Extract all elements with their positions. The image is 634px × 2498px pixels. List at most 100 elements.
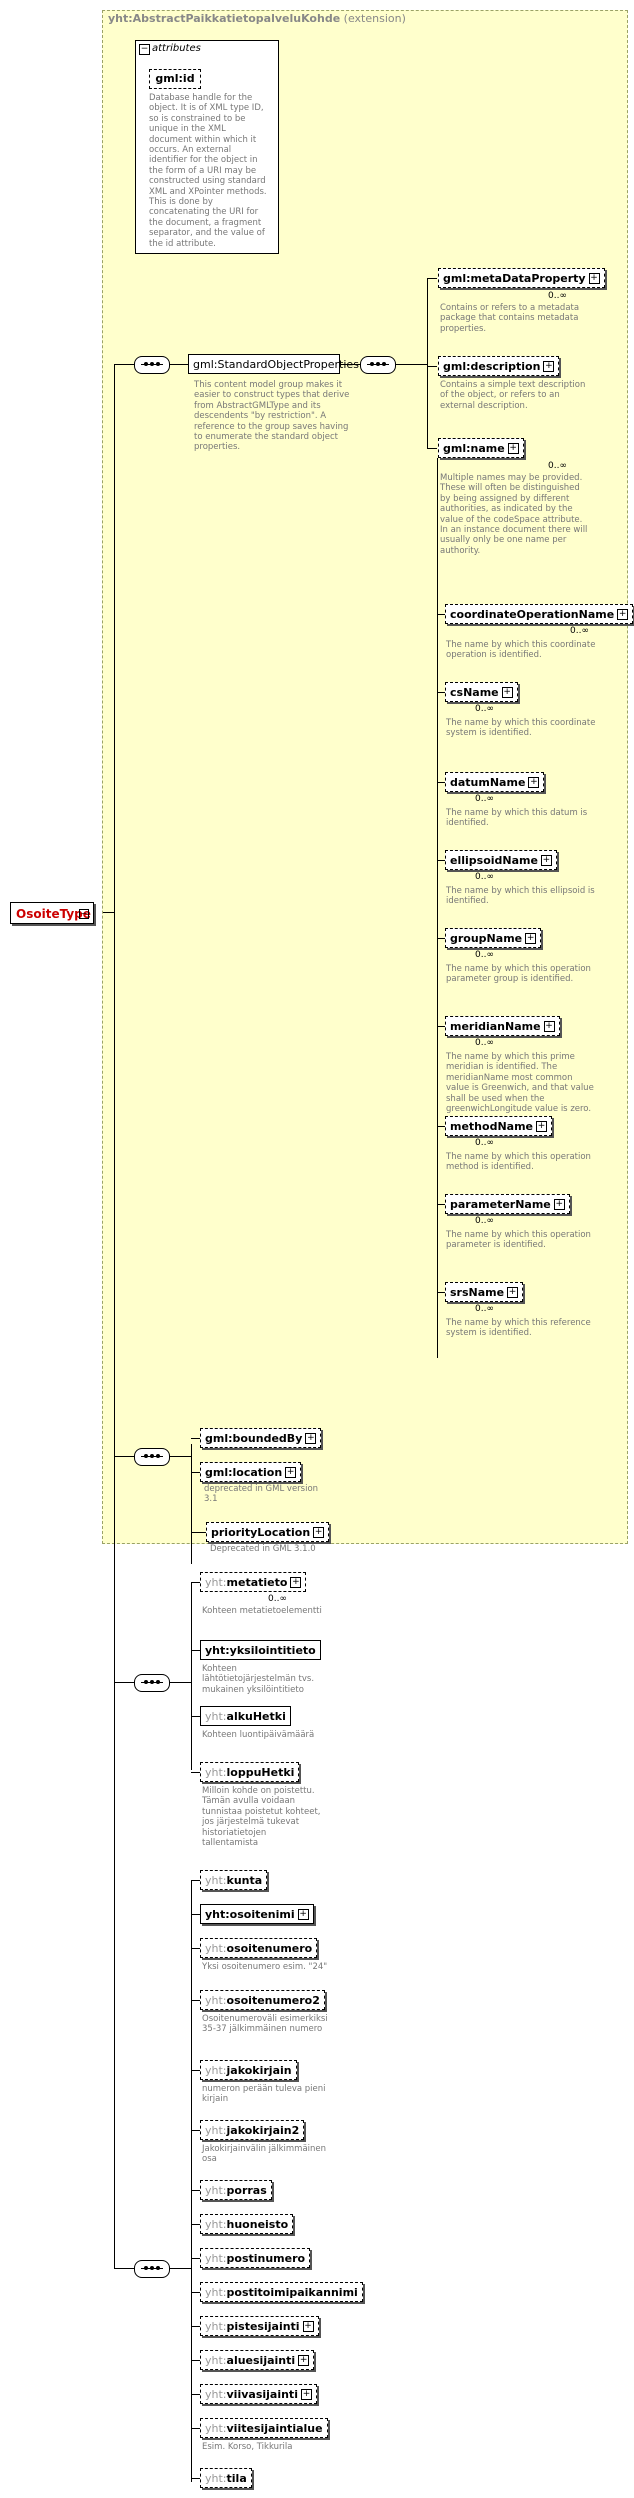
expand-icon[interactable]: + <box>588 272 600 284</box>
element-name: porras <box>226 2184 267 2197</box>
root-element-osoitetype[interactable]: OsoiteType− <box>10 902 94 924</box>
expand-icon[interactable]: + <box>553 1198 565 1210</box>
expand-icon[interactable]: + <box>297 1908 309 1920</box>
cardinality: 0..∞ <box>475 950 494 960</box>
expand-icon[interactable]: + <box>313 1526 325 1538</box>
element-box[interactable]: yht:porras <box>200 2180 272 2200</box>
expand-icon[interactable]: + <box>290 1576 302 1588</box>
element-box[interactable]: gml:boundedBy+ <box>200 1428 322 1448</box>
sequence-compositor-icon[interactable] <box>134 356 170 374</box>
element-name: osoitenumero2 <box>226 1994 320 2007</box>
connector-line <box>168 1682 192 1683</box>
namespace-prefix: yht: <box>205 2218 227 2231</box>
element-box[interactable]: yht:viitesijaintialue <box>200 2418 328 2438</box>
element-box[interactable]: parameterName+ <box>445 1194 570 1214</box>
element-box[interactable]: yht:viivasijainti+ <box>200 2384 317 2404</box>
expand-icon[interactable]: + <box>543 1020 555 1032</box>
expand-icon[interactable]: + <box>300 2388 312 2400</box>
element-box[interactable]: ellipsoidName+ <box>445 850 557 870</box>
element-box[interactable]: yht:kunta <box>200 1870 268 1890</box>
expand-icon[interactable]: + <box>507 442 519 454</box>
group-standard-object-properties[interactable]: gml:StandardObjectProperties <box>188 354 359 374</box>
connector-line <box>191 1650 200 1651</box>
element-name: jakokirjain <box>226 2064 292 2077</box>
connector-line <box>191 1532 206 1533</box>
element-box[interactable]: yht:alkuHetki <box>200 1706 291 1726</box>
element-box[interactable]: yht:jakokirjain2 <box>200 2120 305 2140</box>
expand-icon[interactable]: + <box>536 1120 547 1132</box>
expand-icon[interactable]: + <box>285 1466 297 1478</box>
element-box[interactable]: gml:description+ <box>438 356 560 376</box>
element-name: huoneisto <box>226 2218 289 2231</box>
element-name: priorityLocation <box>211 1526 311 1539</box>
element-box[interactable]: yht:postinumero <box>200 2248 311 2268</box>
element-doc: The name by which this prime meridian is… <box>446 1052 594 1115</box>
element-box[interactable]: datumName+ <box>445 772 545 792</box>
connector-line <box>437 458 438 1358</box>
attributes-header[interactable]: −attributes <box>139 43 201 55</box>
element-name: kunta <box>226 1874 263 1887</box>
expand-icon[interactable]: + <box>501 686 513 698</box>
element-box[interactable]: yht:postitoimipaikannimi <box>200 2282 363 2302</box>
element-box[interactable]: gml:metaDataProperty+ <box>438 268 605 288</box>
connector-line <box>427 366 437 367</box>
element-box[interactable]: methodName+ <box>445 1116 552 1136</box>
connector-line <box>191 2070 200 2071</box>
element-doc: The name by which this operation paramet… <box>446 1230 591 1251</box>
element-box[interactable]: yht:loppuHetki <box>200 1762 300 1782</box>
element-box[interactable]: yht:osoitenumero2 <box>200 1990 325 2010</box>
collapse-icon[interactable]: − <box>79 909 89 919</box>
expand-icon[interactable]: + <box>525 932 537 944</box>
element-box[interactable]: csName+ <box>445 682 518 702</box>
element-name: metatieto <box>226 1576 288 1589</box>
expand-icon[interactable]: + <box>507 1286 519 1298</box>
element-doc: Kohteen metatietoelementti <box>202 1606 322 1616</box>
connector-line <box>103 912 115 913</box>
element-box[interactable]: groupName+ <box>445 928 542 948</box>
element-box[interactable]: gml:location+ <box>200 1462 302 1482</box>
element-box[interactable]: yht:tila <box>200 2468 252 2488</box>
element-name: parameterName <box>450 1198 551 1211</box>
sequence-compositor-icon[interactable] <box>134 2260 170 2278</box>
element-box[interactable]: yht:huoneisto <box>200 2214 294 2234</box>
connector-line <box>191 1582 192 1770</box>
connector-line <box>191 2130 200 2131</box>
element-box[interactable]: yht:osoitenumero <box>200 1938 318 1958</box>
element-box[interactable]: coordinateOperationName+ <box>445 604 634 624</box>
element-box[interactable]: yht:pistesijainti+ <box>200 2316 319 2336</box>
connector-line <box>191 1880 200 1881</box>
element-box[interactable]: srsName+ <box>445 1282 524 1302</box>
connector-line <box>191 2190 200 2191</box>
element-box[interactable]: yht:aluesijainti+ <box>200 2350 315 2370</box>
connector-line <box>191 1914 200 1915</box>
sequence-compositor-icon[interactable] <box>134 1674 170 1692</box>
element-name: coordinateOperationName <box>450 608 615 621</box>
element-box[interactable]: yht:metatieto+ <box>200 1572 307 1592</box>
sequence-compositor-icon[interactable] <box>134 1448 170 1466</box>
expand-icon[interactable]: + <box>302 2320 314 2332</box>
element-box[interactable]: yht:jakokirjain <box>200 2060 297 2080</box>
namespace-prefix: yht: <box>205 2422 227 2435</box>
element-box[interactable]: gml:name+ <box>438 438 524 458</box>
element-box[interactable]: priorityLocation+ <box>206 1522 330 1542</box>
collapse-icon[interactable]: − <box>139 44 150 55</box>
element-box[interactable]: yht:osoitenimi+ <box>200 1904 314 1924</box>
element-doc: Contains or refers to a metadata package… <box>440 303 580 334</box>
expand-icon[interactable]: + <box>543 360 555 372</box>
attribute-gml-id[interactable]: gml:id <box>149 69 201 89</box>
element-name: gml:metaDataProperty <box>443 272 586 285</box>
expand-icon[interactable]: + <box>540 854 552 866</box>
element-name: loppuHetki <box>226 1766 295 1779</box>
connector-line <box>437 1026 445 1027</box>
element-box[interactable]: yht:yksilointitieto <box>200 1640 321 1660</box>
sequence-compositor-icon[interactable] <box>360 356 396 374</box>
expand-icon[interactable]: + <box>617 608 629 620</box>
expand-icon[interactable]: + <box>305 1432 317 1444</box>
element-box[interactable]: meridianName+ <box>445 1016 560 1036</box>
element-doc: The name by which this operation method … <box>446 1152 591 1173</box>
expand-icon[interactable]: + <box>298 2354 310 2366</box>
expand-icon[interactable]: + <box>528 776 540 788</box>
namespace-prefix: yht: <box>205 1994 227 2007</box>
element-name: csName <box>450 686 499 699</box>
group-doc: This content model group makes it easier… <box>194 380 350 453</box>
